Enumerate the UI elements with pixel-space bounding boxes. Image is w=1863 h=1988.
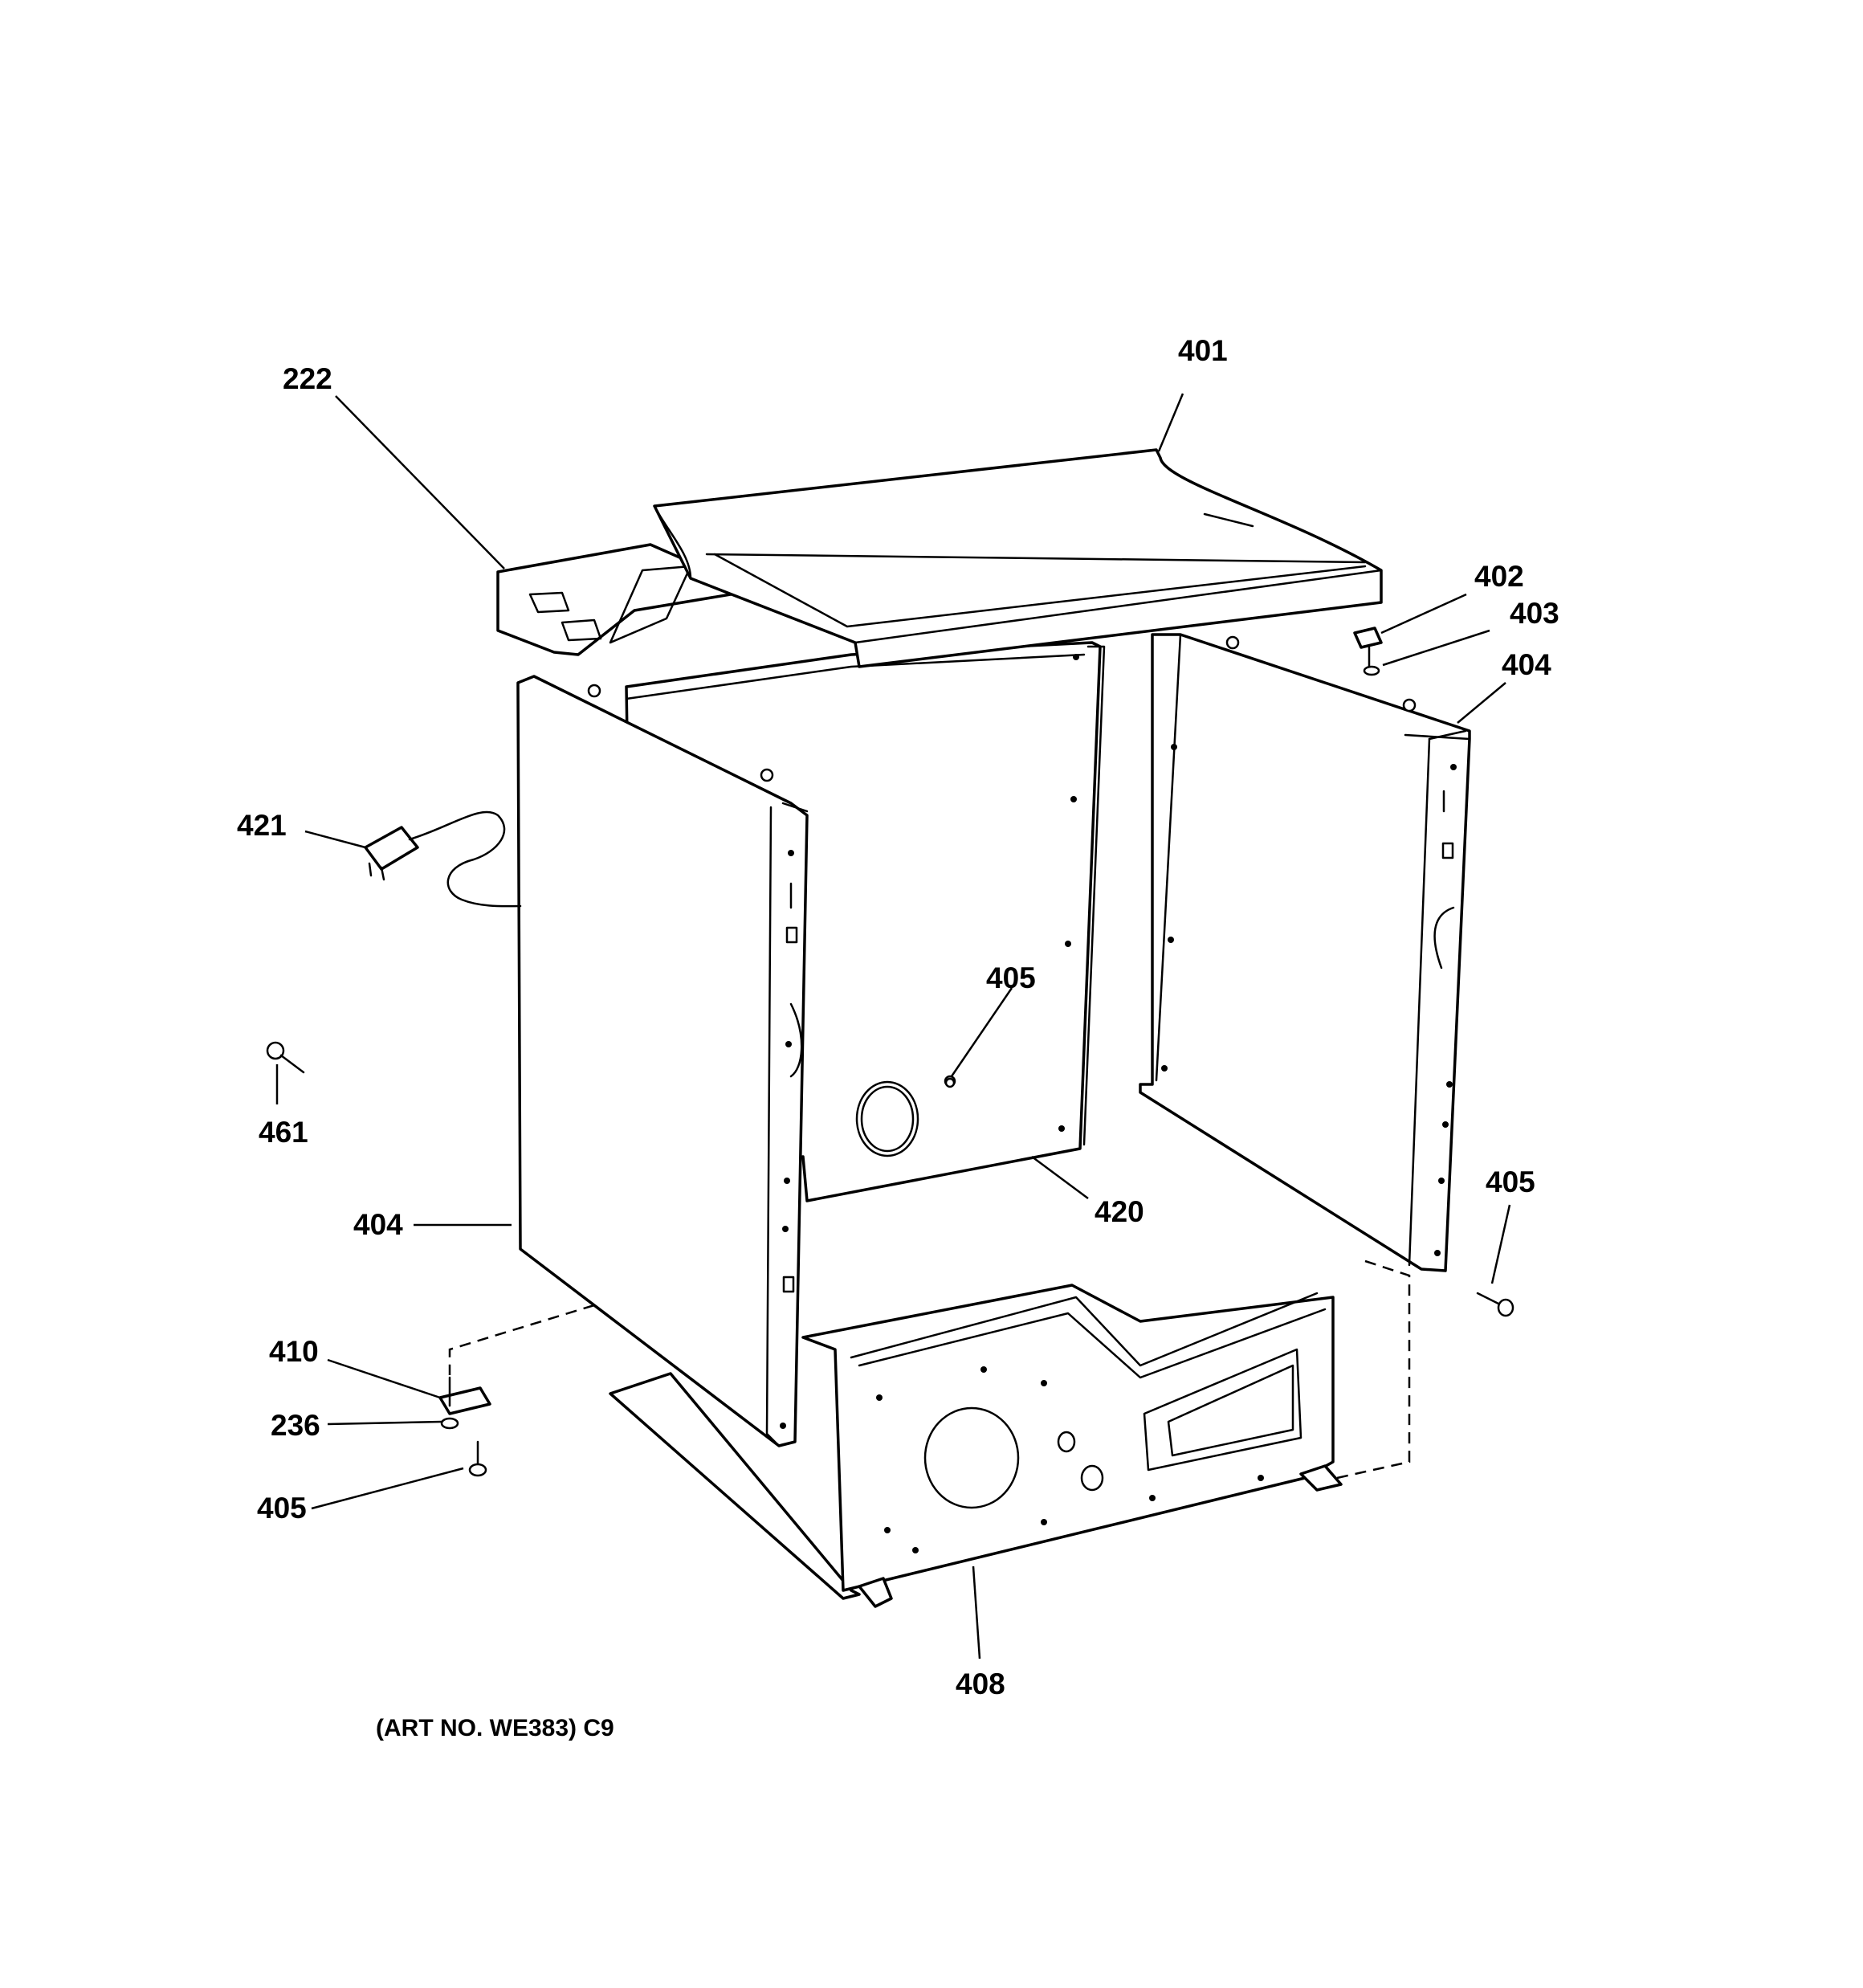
leader-lines (275, 393, 1511, 1659)
callout-222: 222 (283, 362, 332, 395)
part-401-top-cover (653, 448, 1383, 668)
part-405-right-screw (1476, 1292, 1514, 1317)
callout-403: 403 (1510, 597, 1559, 630)
callout-402: 402 (1474, 560, 1524, 593)
callout-420: 420 (1095, 1195, 1144, 1228)
callout-405-right: 405 (1486, 1165, 1535, 1198)
callout-404-right: 404 (1502, 648, 1551, 681)
part-408-base (609, 1284, 1343, 1608)
part-404-left-side-panel (516, 675, 809, 1447)
part-404-right-side-panel (1139, 633, 1471, 1272)
part-410-236-405-leveling-leg (438, 1376, 491, 1477)
part-461-screw (266, 1041, 305, 1074)
dashed-alignment-line-left (448, 1304, 595, 1375)
callout-461: 461 (259, 1116, 308, 1149)
part-402-403-glide (1353, 627, 1383, 676)
dashed-alignment-line-right (1336, 1259, 1411, 1480)
callout-405-back: 405 (986, 961, 1036, 994)
callout-404-left: 404 (353, 1208, 403, 1241)
callout-405-bottom: 405 (257, 1492, 307, 1525)
callout-236: 236 (271, 1409, 320, 1442)
callout-421: 421 (237, 809, 287, 842)
part-405-back-screw (944, 1077, 956, 1088)
callout-401: 401 (1178, 334, 1228, 367)
art-number: (ART NO. WE383) C9 (376, 1715, 614, 1741)
callout-408: 408 (956, 1668, 1005, 1700)
callout-410: 410 (269, 1335, 319, 1368)
part-421-power-cord (364, 810, 522, 908)
